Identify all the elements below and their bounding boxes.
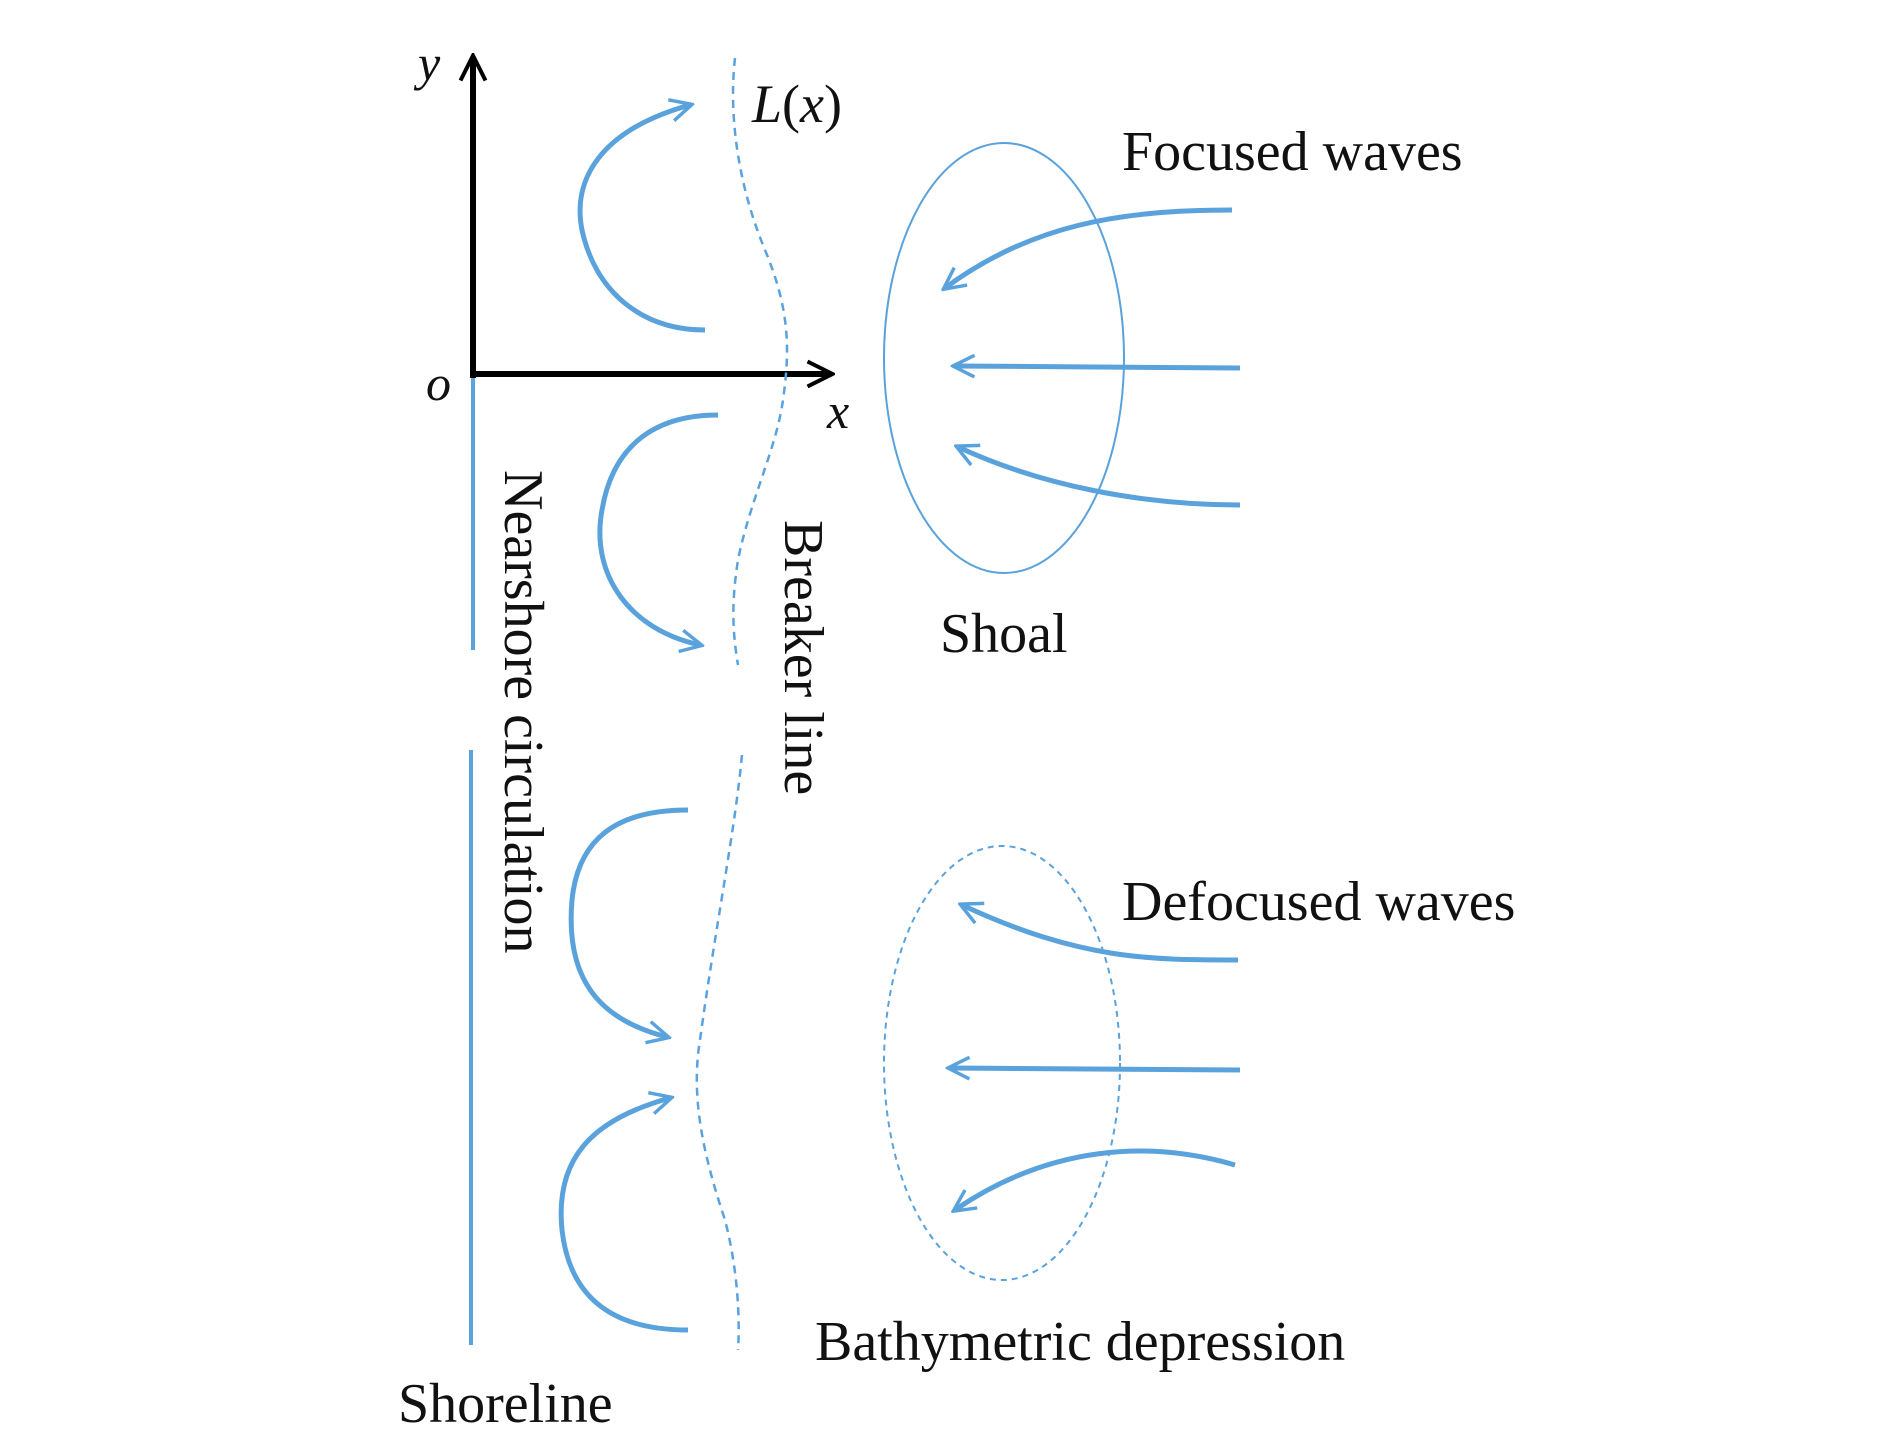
origin-label: o [426,355,451,411]
breaker-function-label: L(x) [751,74,842,134]
x-axis-label: x [826,383,849,439]
focused-wave-arrow-top [945,207,1233,288]
shoal-label: Shoal [940,603,1068,665]
defocused-wave-arrow-middle [950,1068,1241,1070]
shoal-ellipse [883,142,1125,574]
y-axis-label: y [413,35,441,91]
defocused-waves-label: Defocused waves [1122,871,1515,933]
breaker-function-close: ) [824,74,842,134]
circulation-arrow-1 [577,105,706,333]
defocused-wave-arrow-top [962,905,1239,963]
shoreline-label: Shoreline [398,1373,613,1429]
focused-wave-arrow-middle [955,366,1241,368]
breaker-function-L: L [751,74,782,134]
bathymetric-depression-label: Bathymetric depression [815,1311,1345,1373]
breaker-line-label: Breaker line [772,520,834,795]
defocused-wave-arrow-bottom [955,1148,1236,1210]
nearshore-circulation-label: Nearshore circulation [492,470,554,954]
circulation-arrow-2 [597,412,719,645]
focused-wave-arrow-bottom [958,447,1241,508]
focused-waves-label: Focused waves [1122,121,1463,183]
circulation-arrow-3 [568,807,689,1037]
circulation-arrow-4 [558,1098,689,1333]
breaker-line [731,57,789,666]
breaker-line-lower [695,754,744,1351]
depression-ellipse [883,845,1121,1281]
breaker-function-x: x [799,74,824,134]
breaker-function-open: ( [782,74,800,134]
